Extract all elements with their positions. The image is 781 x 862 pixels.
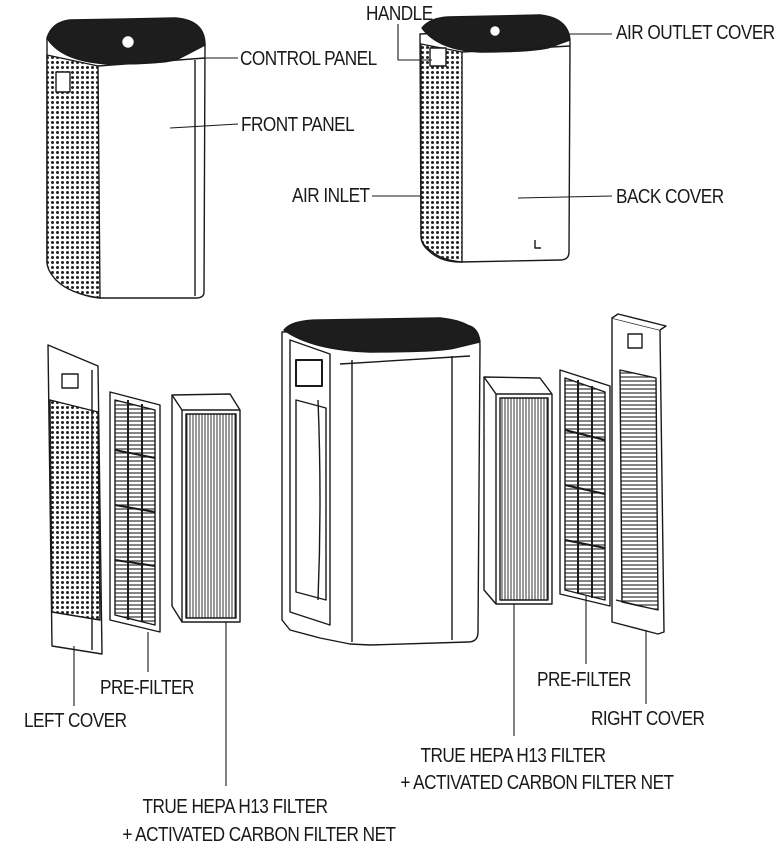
purifier-open-unit (281, 317, 481, 646)
left-cover-part (47, 344, 103, 655)
label-control-panel: CONTROL PANEL (240, 48, 377, 70)
purifier-back-view (419, 14, 571, 263)
label-hepa-right-line2: + ACTIVATED CARBON FILTER NET (400, 772, 674, 794)
label-left-cover: LEFT COVER (24, 710, 127, 732)
right-hepa-filter-part (483, 376, 553, 605)
label-pre-filter-right: PRE-FILTER (537, 669, 631, 691)
left-hepa-filter-part (171, 393, 241, 623)
label-handle: HANDLE (366, 3, 433, 25)
label-pre-filter-left: PRE-FILTER (100, 677, 194, 699)
label-hepa-right-line1: TRUE HEPA H13 FILTER (420, 745, 606, 767)
purifier-front-view (46, 17, 206, 299)
label-back-cover: BACK COVER (616, 186, 724, 208)
label-hepa-left-line2: + ACTIVATED CARBON FILTER NET (122, 824, 396, 846)
leader-lines (73, 24, 647, 786)
right-cover-part (611, 313, 667, 635)
label-air-inlet: AIR INLET (292, 185, 370, 207)
label-front-panel: FRONT PANEL (241, 114, 355, 136)
label-hepa-left-line1: TRUE HEPA H13 FILTER (142, 796, 328, 818)
label-right-cover: RIGHT COVER (591, 708, 705, 730)
right-pre-filter-part (559, 369, 611, 607)
label-air-outlet-cover: AIR OUTLET COVER (616, 22, 775, 44)
left-pre-filter-part (109, 391, 161, 633)
